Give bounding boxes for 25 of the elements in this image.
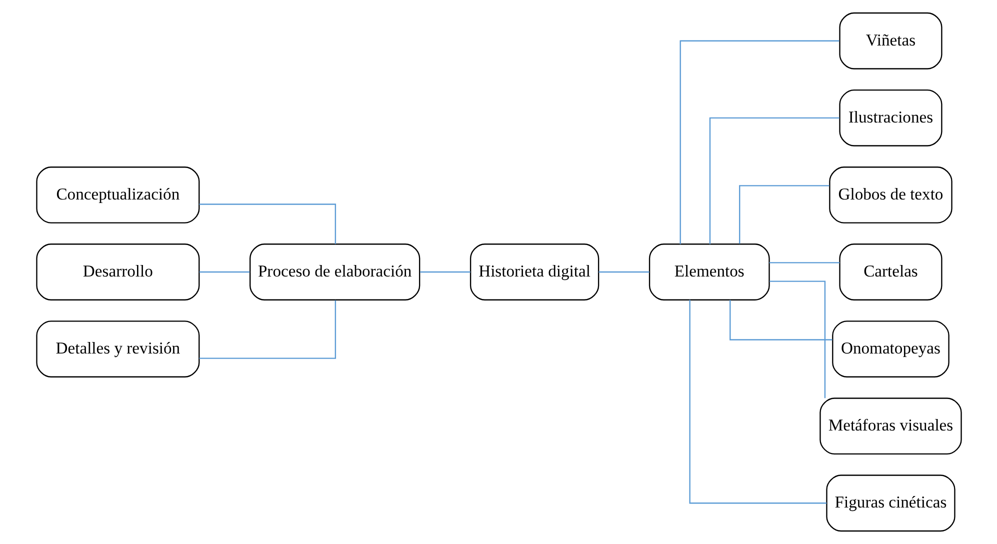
- connector: [729, 300, 832, 340]
- connector: [688, 300, 826, 504]
- node-box: Figuras cinéticas: [826, 474, 955, 532]
- node-box: Globos de texto: [828, 166, 952, 224]
- connector: [198, 204, 336, 244]
- node-box: Metáforas visuales: [819, 398, 962, 455]
- node-box: Onomatopeyas: [832, 320, 949, 378]
- connector: [420, 271, 470, 273]
- node-box: Conceptualización: [36, 166, 200, 224]
- connector: [708, 117, 839, 244]
- node-box: Viñetas: [838, 12, 942, 70]
- connector: [598, 271, 649, 273]
- node-box: Elementos: [648, 244, 770, 300]
- connector: [198, 271, 250, 273]
- node-box: Cartelas: [838, 244, 942, 300]
- connector: [769, 280, 826, 398]
- node-box: Proceso de elaboración: [249, 244, 420, 300]
- node-box: Detalles y revisión: [36, 320, 200, 378]
- connector: [198, 300, 336, 359]
- connector: [768, 262, 840, 264]
- node-box: Ilustraciones: [838, 89, 942, 146]
- connector: [738, 185, 829, 244]
- connector: [679, 40, 839, 244]
- node-box: Desarrollo: [36, 244, 200, 300]
- node-box: Historieta digital: [469, 244, 599, 300]
